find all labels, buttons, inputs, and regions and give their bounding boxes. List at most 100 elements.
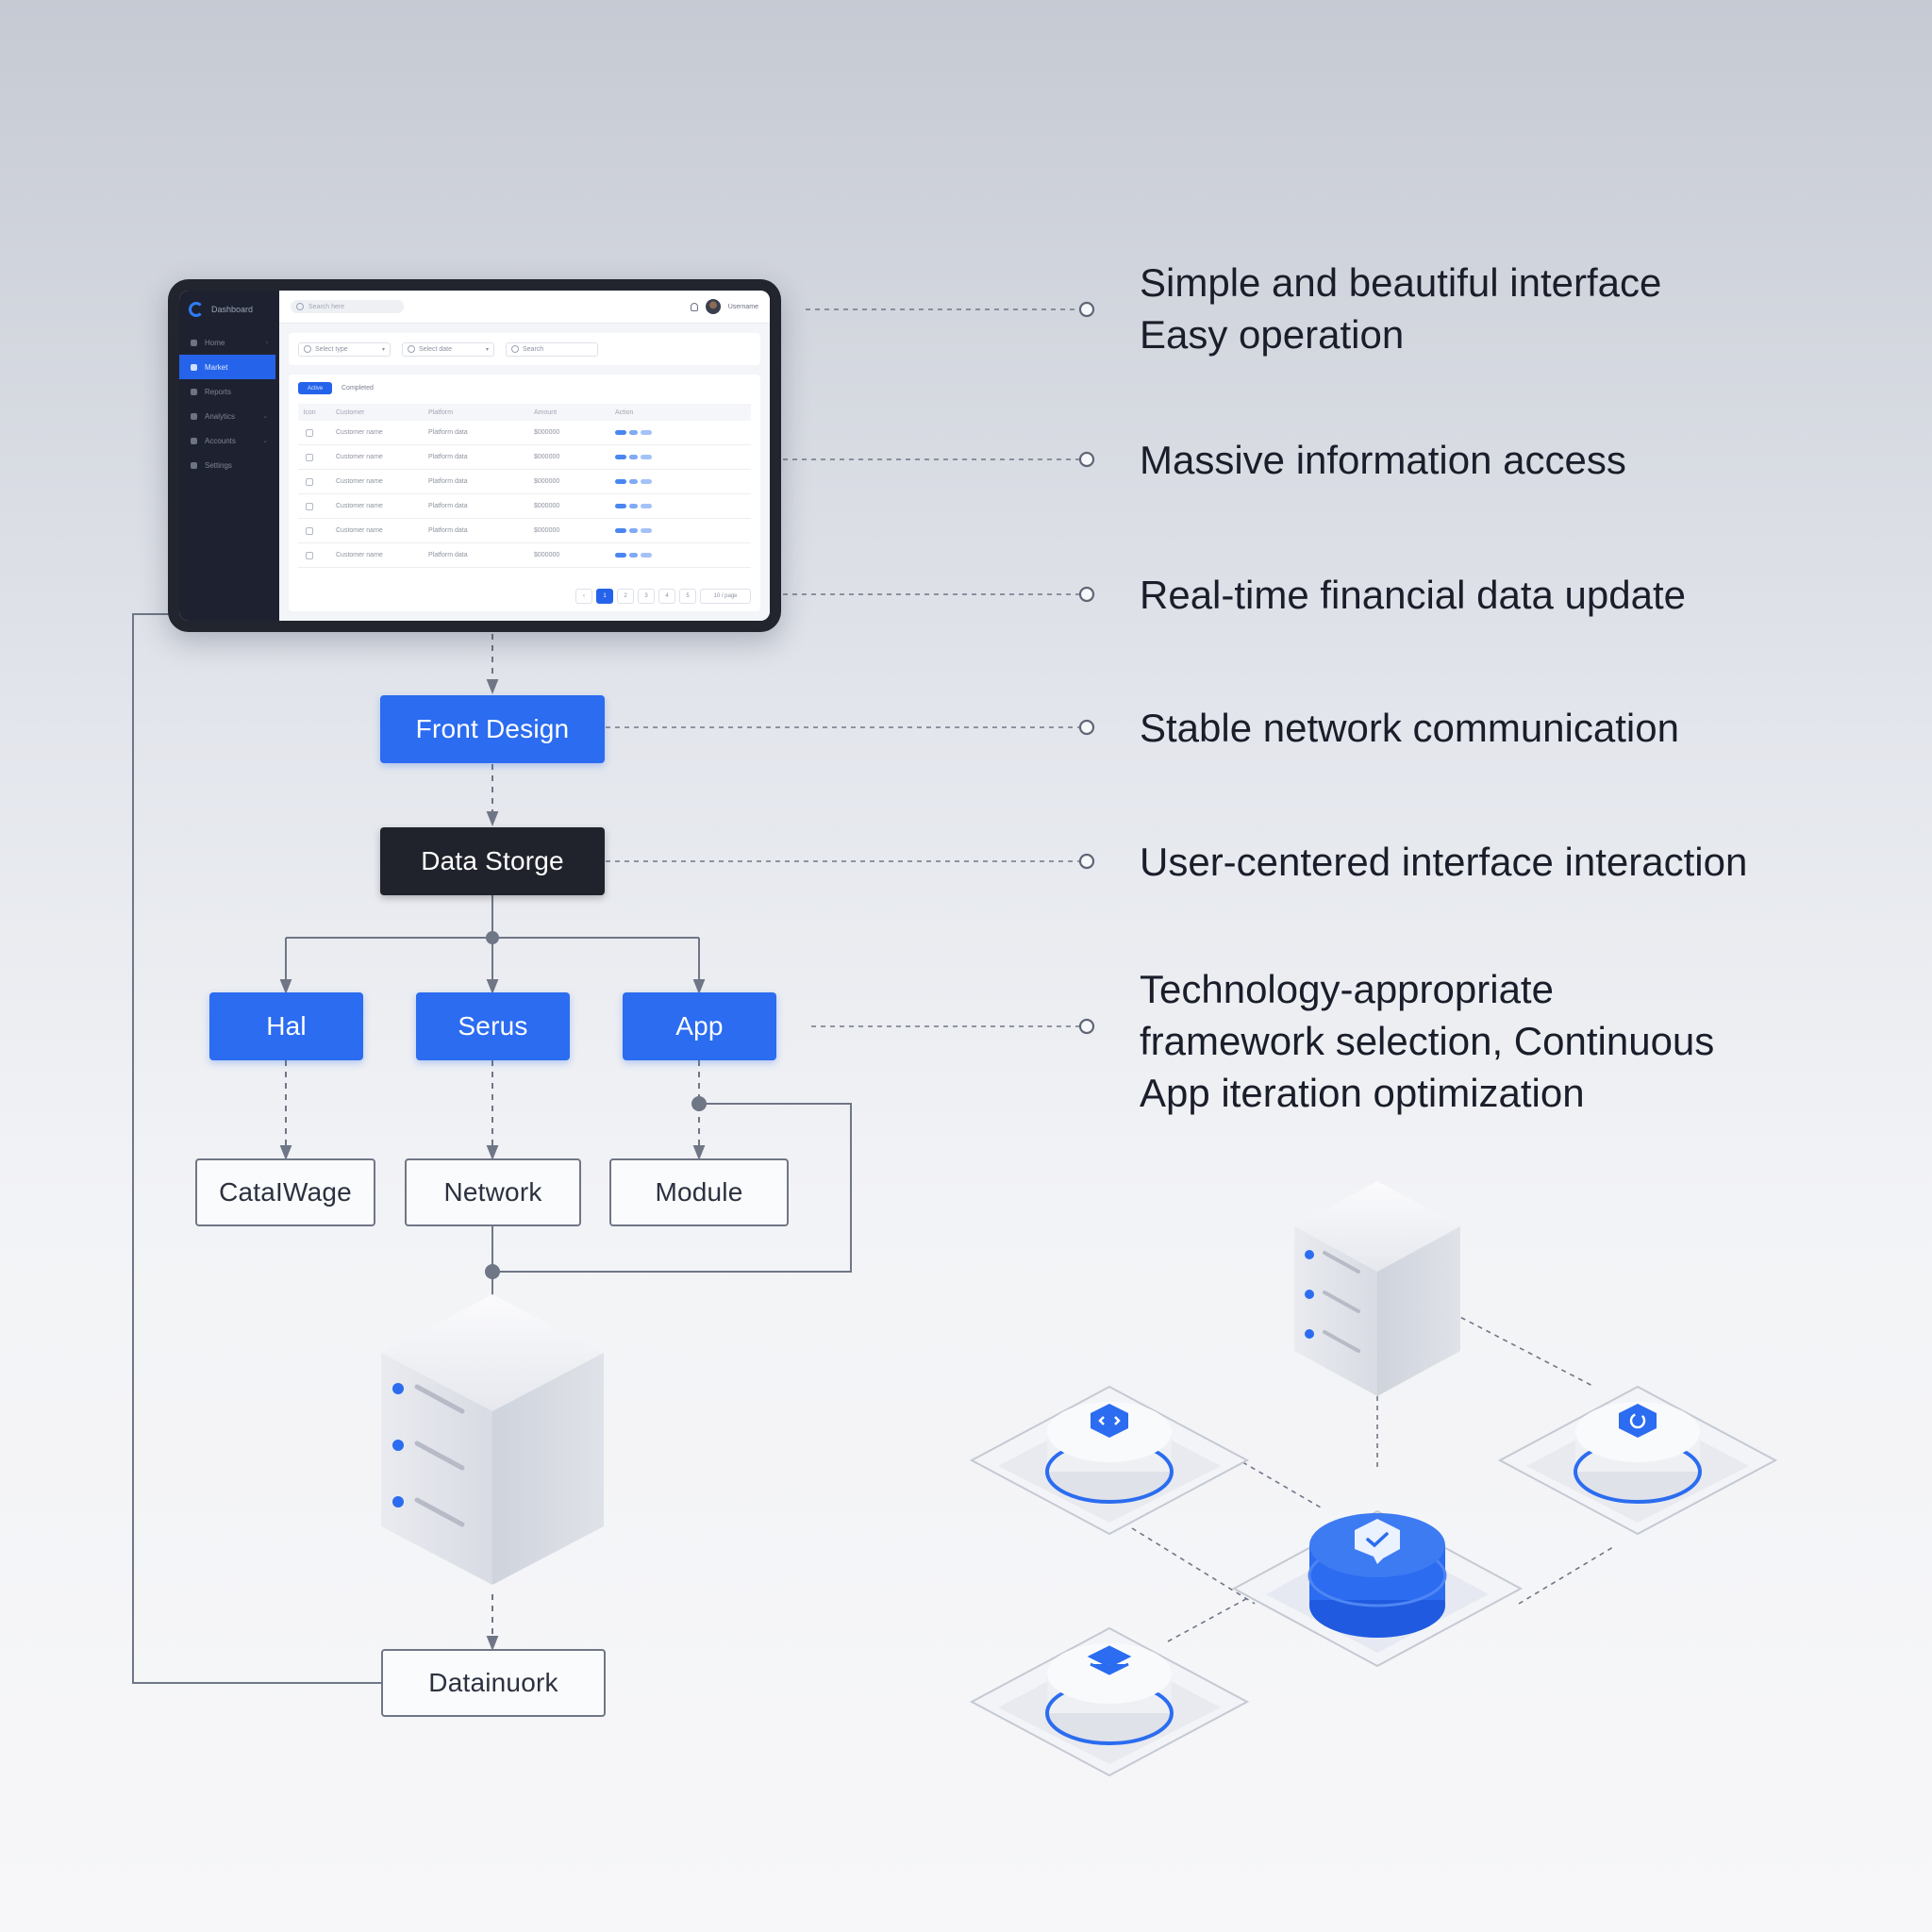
tab-active[interactable]: Active [298,382,332,394]
edit-action[interactable] [615,553,626,558]
feature-line: framework selection, Continuous [1140,1019,1715,1063]
row-checkbox[interactable] [306,453,313,461]
amount-cell: $000000 [534,454,560,460]
feature-leader-lines [606,308,1079,1027]
dashboard-topbar: Search here Username [279,291,770,324]
date-select[interactable]: Select date▾ [402,341,494,357]
page-button[interactable]: 3 [638,589,655,604]
view-action[interactable] [629,430,638,435]
page-button[interactable]: 2 [617,589,634,604]
sidebar-item-accounts[interactable]: Accounts ⌄ [179,428,279,453]
row-checkbox[interactable] [306,526,313,535]
row-checkbox[interactable] [306,551,313,559]
sidebar-item-label: Market [205,362,228,372]
action-cell [615,479,751,484]
chevron-down-icon: ⌄ [262,438,268,444]
feature-line: Easy operation [1140,312,1405,357]
sidebar-item-settings[interactable]: Settings [179,453,279,477]
filter-label: Select type [315,345,348,353]
row-checkbox[interactable] [306,502,313,510]
sidebar-item-analytics[interactable]: Analytics ⌄ [179,404,279,428]
report-icon [191,388,197,395]
delete-action[interactable] [641,479,652,484]
action-cell [615,553,751,558]
catalwage-node: CataIWage [195,1158,375,1226]
edit-action[interactable] [615,455,626,459]
column-header: Action [615,408,634,416]
page-button[interactable]: 4 [658,589,675,604]
dashboard-device-mockup: Dashboard Home› Market Reports Analytics… [168,279,781,632]
chevron-down-icon: ▾ [381,346,385,353]
sidebar-item-market[interactable]: Market [179,355,275,379]
sidebar-item-label: Analytics [205,411,236,421]
chevron-right-icon: › [265,339,268,346]
database-node-icon [969,1626,1250,1777]
feature-line: Real-time financial data update [1140,573,1687,617]
amount-cell: $000000 [534,552,560,558]
customer-cell: Customer name [336,478,383,485]
edit-action[interactable] [615,479,626,484]
view-action[interactable] [629,479,638,484]
dashboard-sidebar: Dashboard Home› Market Reports Analytics… [179,291,279,621]
chart-icon [191,363,197,371]
flow-junctions [485,931,707,1279]
platform-cell: Platform data [428,552,468,558]
hal-node: Hal [209,992,363,1060]
row-checkbox[interactable] [306,428,313,437]
type-select[interactable]: Select type ▾ [298,341,391,357]
table-row[interactable]: Customer name Platform data $000000 [298,470,751,494]
row-checkbox-cell [298,502,321,510]
delete-action[interactable] [641,504,652,508]
page-button[interactable]: 10 / page [700,589,751,604]
column-header: Platform [428,408,454,416]
customer-cell: Customer name [336,429,383,436]
filter-search-input[interactable]: Search [506,341,598,357]
view-action[interactable] [629,504,638,508]
prev-page-button[interactable]: ‹ [575,589,592,604]
table-tabs: Active Completed [298,382,751,394]
page-button[interactable]: 1 [596,589,613,604]
avatar-icon[interactable] [705,299,721,314]
delete-action[interactable] [641,455,652,459]
sidebar-item-reports[interactable]: Reports [179,379,279,404]
view-action[interactable] [629,553,638,558]
action-cell [615,430,751,435]
delete-action[interactable] [641,553,652,558]
view-action[interactable] [629,455,638,459]
search-input[interactable]: Search here [291,300,404,313]
edit-action[interactable] [615,430,626,435]
platform-cell: Platform data [428,429,468,436]
delete-action[interactable] [641,528,652,533]
view-action[interactable] [629,528,638,533]
feature-framework-selection: Technology-appropriate framework selecti… [1140,963,1714,1119]
platform-cell: Platform data [428,478,468,485]
edit-action[interactable] [615,528,626,533]
feature-line: User-centered interface interaction [1140,840,1748,884]
search-icon [296,303,304,310]
sidebar-item-home[interactable]: Home › [179,330,279,355]
page-button[interactable]: 5 [679,589,696,604]
bell-icon[interactable] [690,302,698,311]
filter-label: Select date [419,345,453,353]
row-checkbox[interactable] [306,477,313,486]
row-checkbox-cell [298,551,321,559]
filter-bar: Select type ▾ Select date▾ Search [289,333,760,365]
delete-action[interactable] [641,430,652,435]
refresh-icon [1629,1412,1646,1429]
home-icon [191,339,197,346]
tab-completed[interactable]: Completed [341,385,374,391]
sidebar-item-label: Home [205,338,225,347]
chevron-down-icon: ⌄ [262,413,268,420]
feature-information-access: Massive information access [1140,434,1626,486]
amount-cell: $000000 [534,478,560,485]
user-name: Username [727,303,758,310]
app-node: App [623,992,776,1060]
sidebar-item-label: Accounts [205,436,236,445]
edit-action[interactable] [615,504,626,508]
layers-icon [1087,1645,1132,1675]
